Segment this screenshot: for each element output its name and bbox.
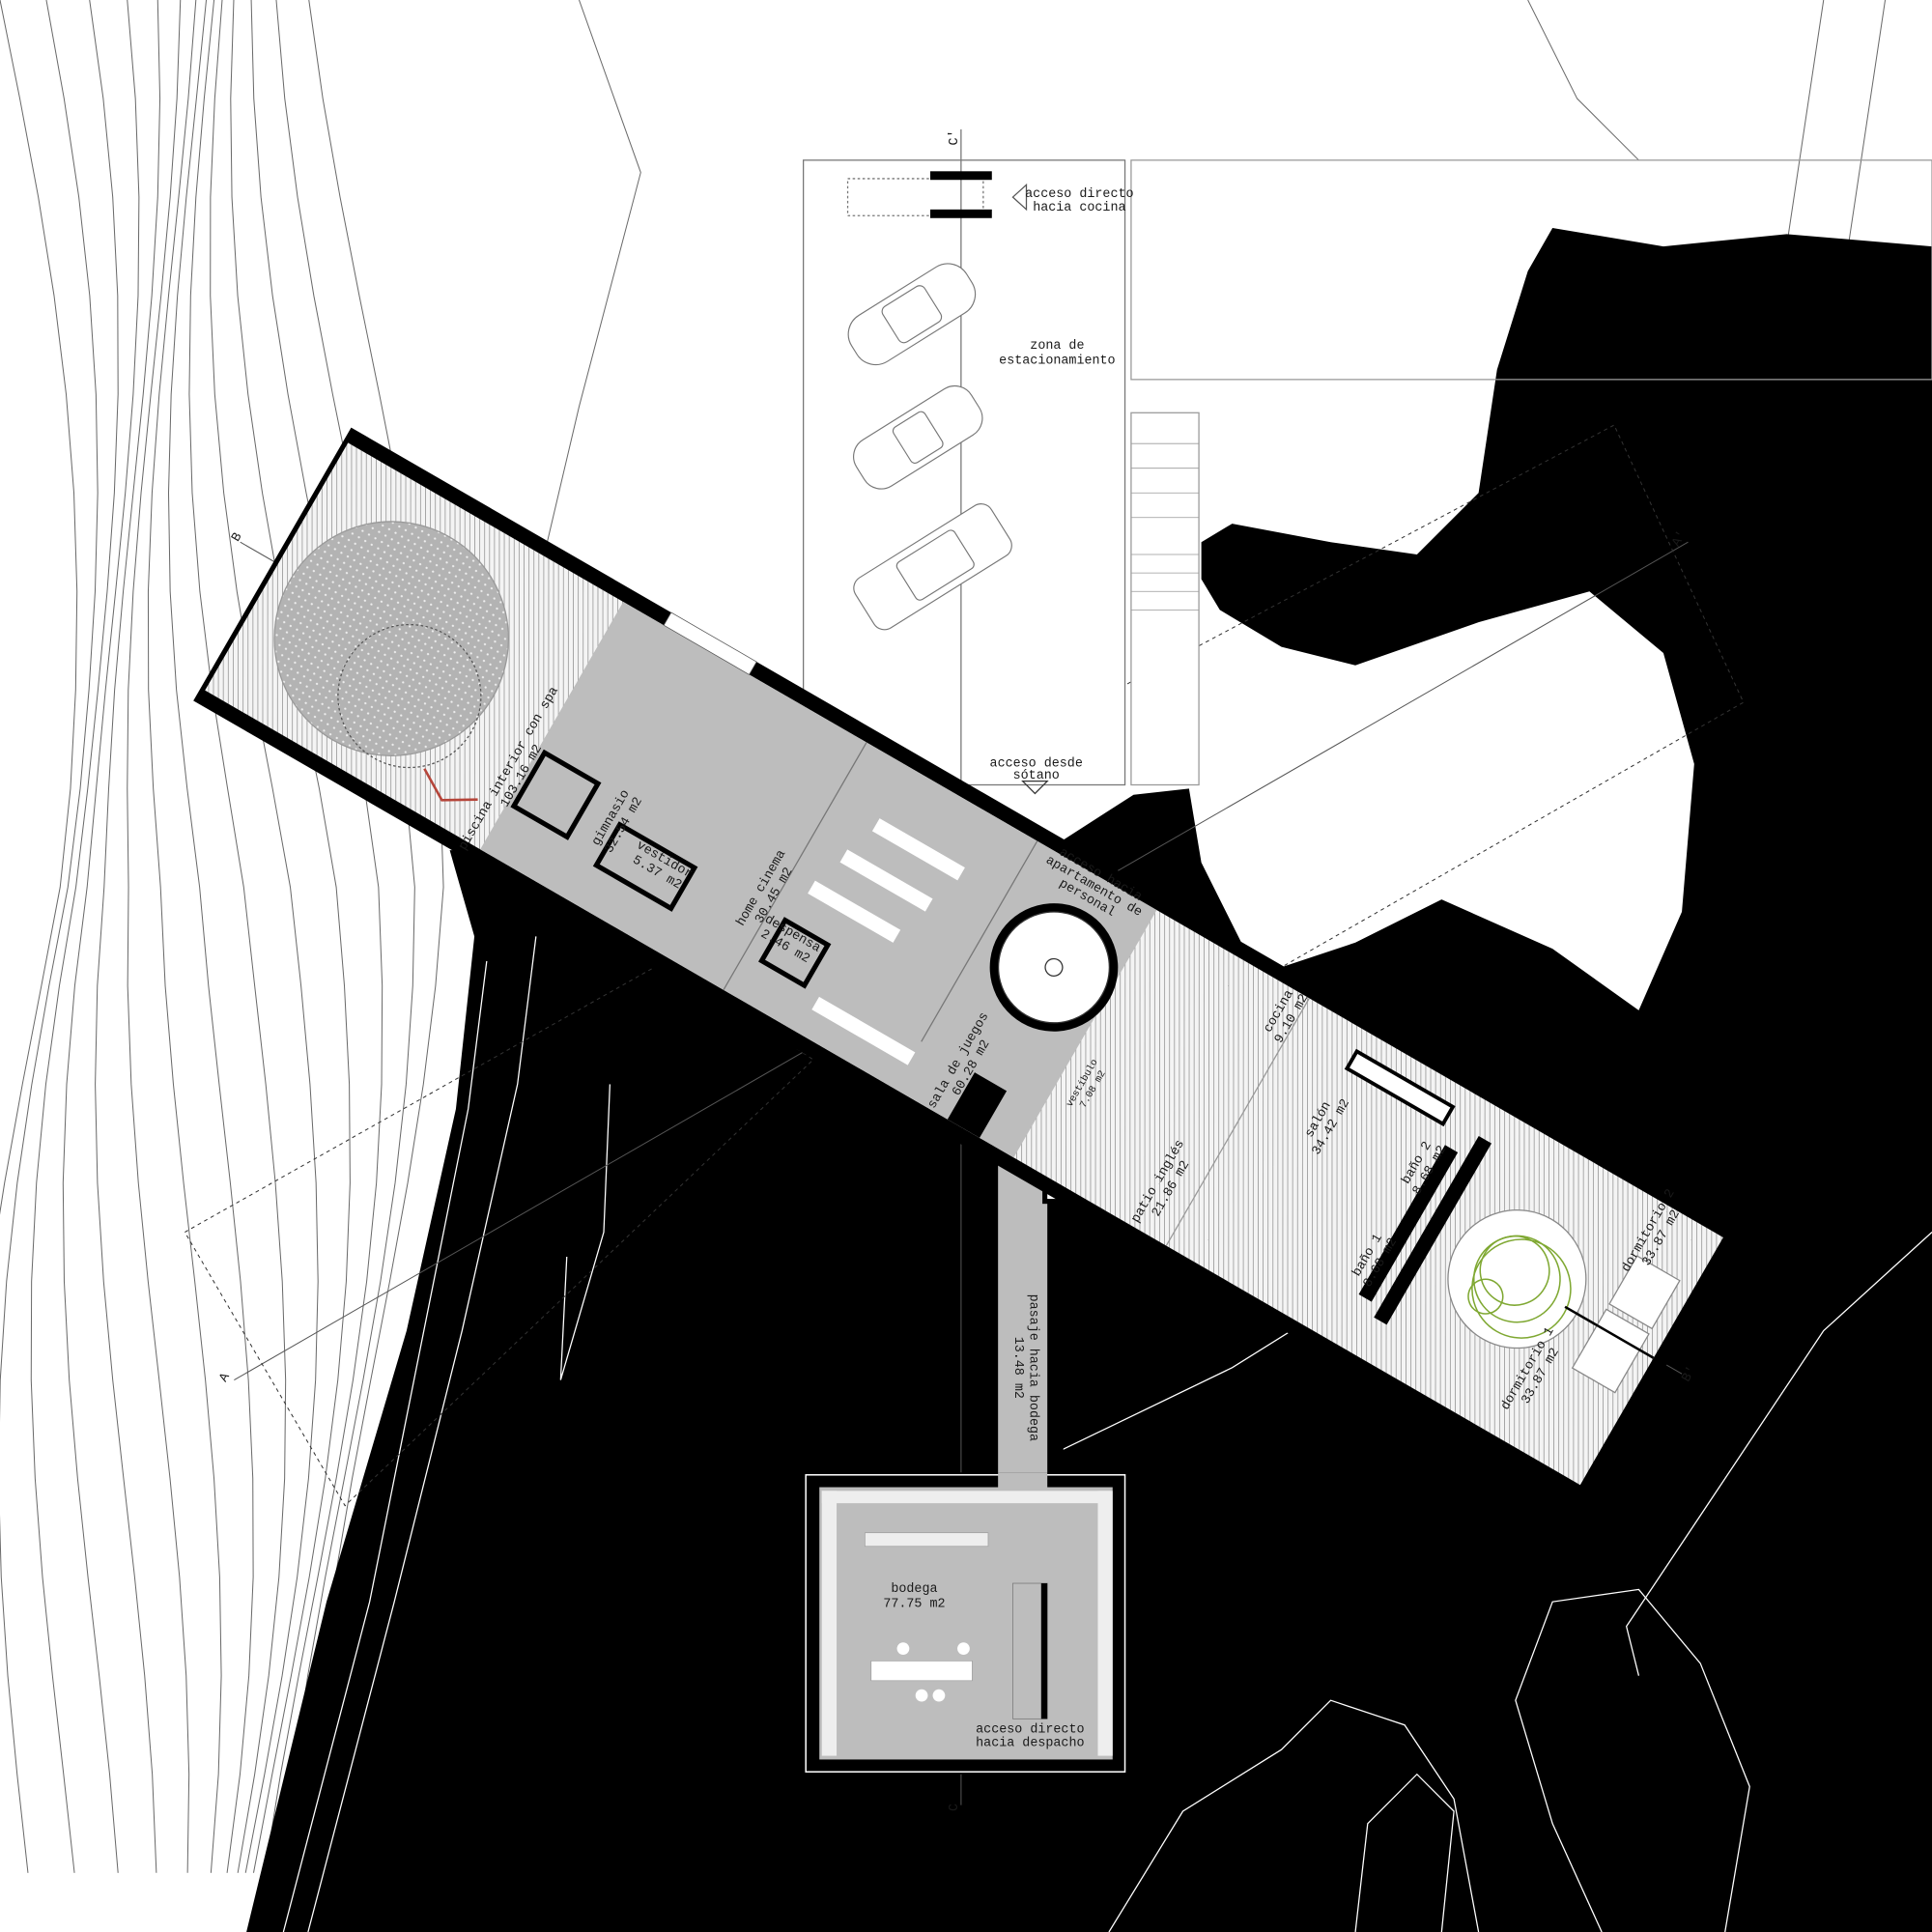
section-mark-a-prime: A': [1670, 528, 1690, 549]
parking-zone: [802, 159, 1932, 795]
main-building: [193, 427, 1744, 1506]
contour-line: [0, 0, 78, 1215]
section-mark-b-prime: B': [1680, 1364, 1700, 1384]
contour-line: [210, 0, 319, 1873]
contour-line: [62, 0, 140, 1873]
terrain-contours: [0, 0, 1887, 1873]
contour-line: [188, 0, 287, 1873]
contour-line: [167, 0, 254, 1873]
contour-line: [1527, 0, 1639, 161]
contour-line: [95, 0, 161, 1873]
room-label-pasaje: pasaje hacia bodega13.48 m2: [1010, 1294, 1039, 1442]
car-2: [853, 384, 983, 490]
kitchen-access-stair: [846, 171, 1028, 218]
section-mark-a: A: [217, 1370, 234, 1384]
contour-line: [0, 0, 99, 1873]
pool: [273, 521, 509, 756]
contour-line: [147, 0, 222, 1873]
section-markers: A A' B B' C' C: [217, 129, 1700, 1811]
car-3: [853, 503, 1012, 631]
contour-line: [250, 0, 384, 1873]
contour-line: [127, 0, 190, 1873]
garden-planting: [1467, 1235, 1572, 1339]
bodega-room: [803, 1472, 1128, 1775]
contour-line: [230, 0, 351, 1873]
contour-line: [275, 0, 415, 1873]
room-label-cocina: cocina9.10 m2: [1260, 984, 1312, 1046]
section-mark-c: C: [948, 1804, 962, 1811]
contour-line: [30, 0, 119, 1873]
section-mark-b: B: [230, 530, 246, 544]
contour-line: [305, 0, 444, 1873]
car-1: [847, 263, 977, 366]
section-mark-c-prime: C': [948, 129, 962, 145]
contour-line: [528, 0, 641, 616]
access-arrow-icon: [1021, 781, 1049, 795]
exterior-stair: [1130, 442, 1200, 611]
